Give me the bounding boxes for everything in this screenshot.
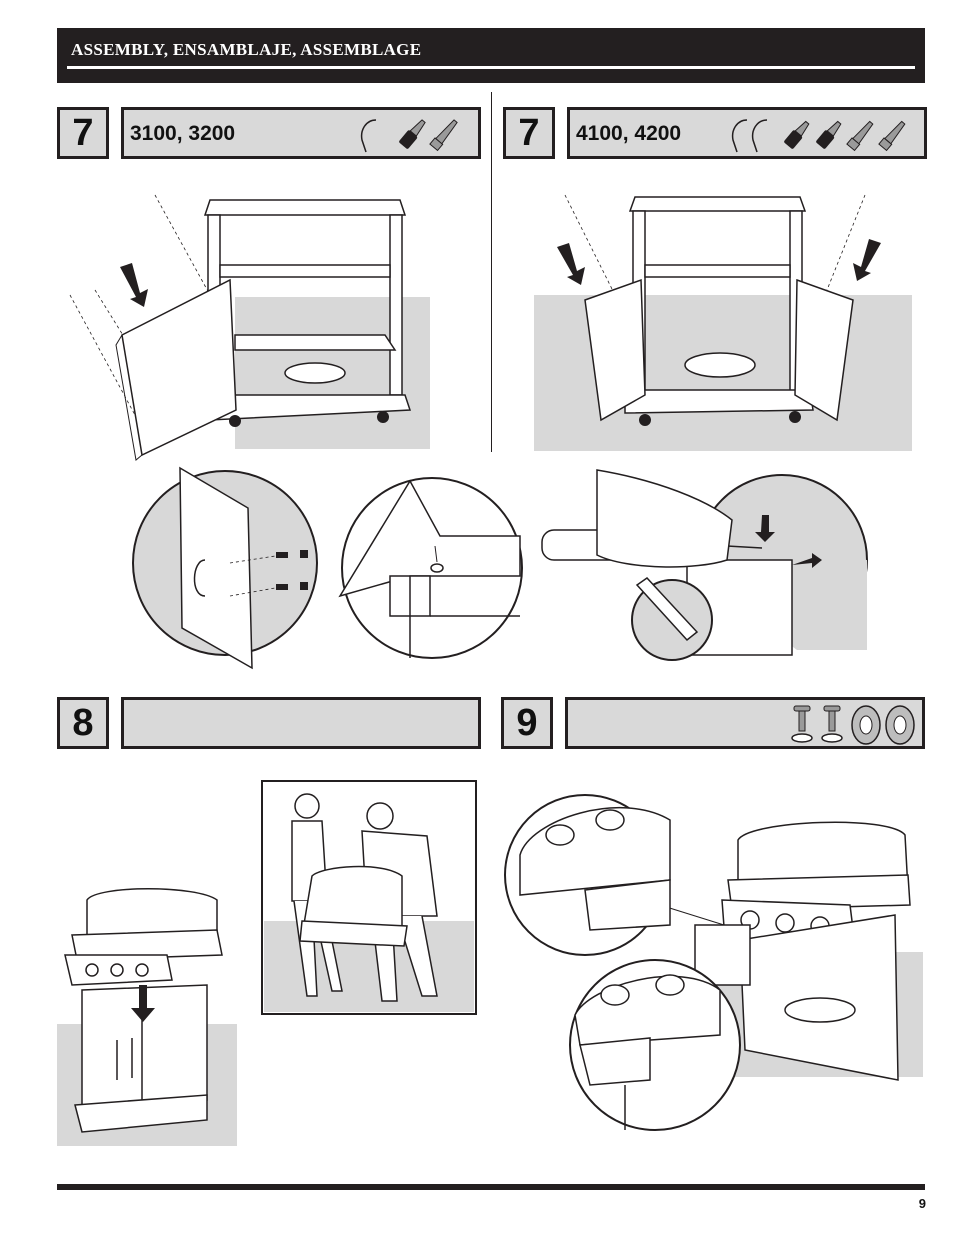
section-header: ASSEMBLY, ENSAMBLAJE, ASSEMBLAGE <box>57 28 925 83</box>
step-9-hardware-icons <box>791 705 915 745</box>
step-7a-hardware-icons <box>360 119 458 153</box>
step-9-number: 9 <box>501 697 553 749</box>
door-handle-icon <box>731 119 748 153</box>
bolt-washer-icon <box>821 705 843 743</box>
grill-mounting-illustration <box>504 794 923 1131</box>
step-8-bar <box>121 697 481 749</box>
screwdriver-detail <box>541 469 868 661</box>
page-number: 9 <box>918 1196 926 1211</box>
step-7b-bar: 4100, 4200 <box>567 107 927 159</box>
hinge-pin-detail <box>338 477 523 659</box>
cart-one-door-illustration <box>69 194 430 461</box>
screw-icon <box>429 119 458 152</box>
door-handle-icon <box>360 119 377 153</box>
step-9-bar <box>565 697 925 749</box>
header-underline <box>67 66 915 69</box>
door-handle-detail <box>132 466 318 670</box>
nut-icon <box>885 705 915 745</box>
screw-icon <box>846 120 874 152</box>
column-divider <box>491 92 492 452</box>
screw-icon <box>878 120 906 152</box>
footer-rule <box>57 1184 925 1190</box>
step-7b-number: 7 <box>503 107 555 159</box>
step-7b-models: 4100, 4200 <box>576 122 682 145</box>
step-7a-models: 3100, 3200 <box>130 122 236 145</box>
step-8-number: 8 <box>57 697 109 749</box>
lifting-grill-illustration <box>261 780 477 1015</box>
step-7a-bar: 3100, 3200 <box>121 107 481 159</box>
door-handle-icon <box>751 119 768 153</box>
step-7a-number: 7 <box>57 107 109 159</box>
section-title: ASSEMBLY, ENSAMBLAJE, ASSEMBLAGE <box>71 40 422 59</box>
grill-on-cart-illustration <box>57 888 237 1146</box>
screw-icon <box>816 120 842 149</box>
cart-two-doors-illustration <box>534 194 912 451</box>
step-7b-hardware-icons <box>731 119 906 153</box>
bolt-washer-icon <box>791 705 813 743</box>
screw-icon <box>784 120 810 149</box>
nut-icon <box>851 705 881 745</box>
screw-icon <box>399 119 426 149</box>
